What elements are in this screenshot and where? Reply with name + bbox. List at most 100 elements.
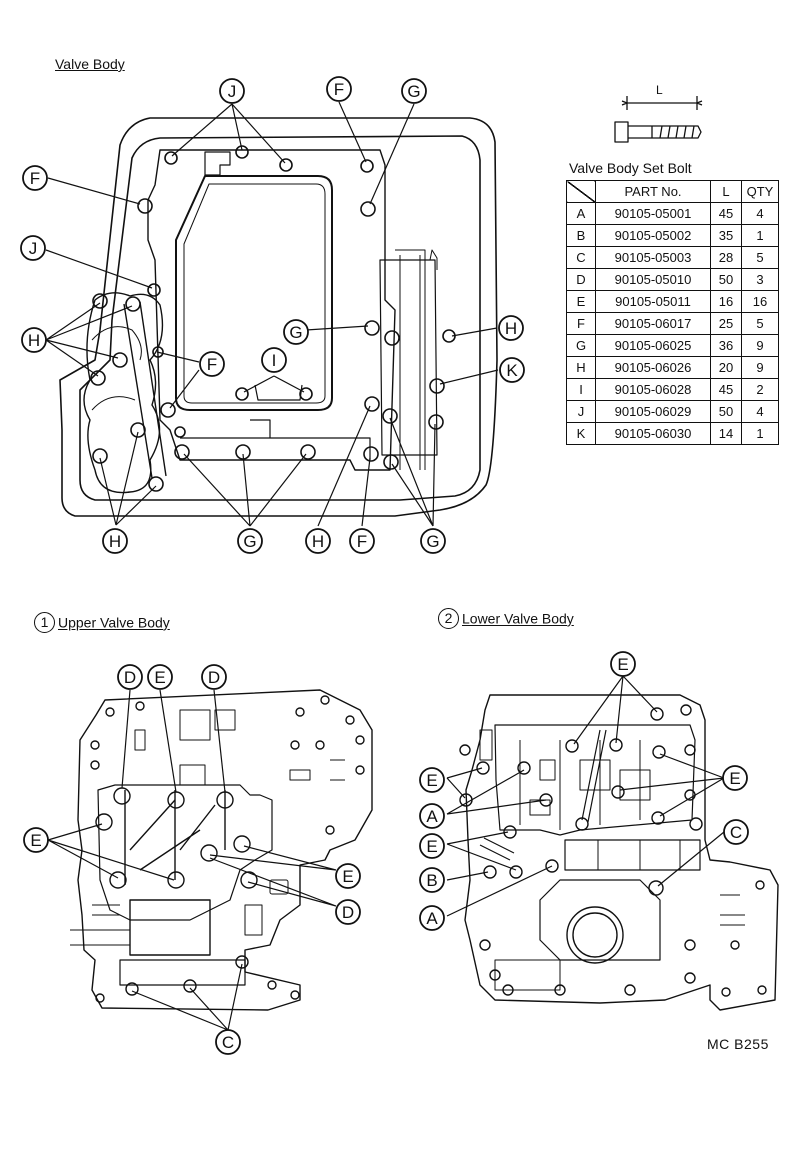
callout-circle: [419, 905, 445, 931]
callout-letter: B: [426, 871, 437, 890]
callout-letter: E: [426, 771, 437, 790]
callout-letter: E: [617, 655, 628, 674]
callout-letter: K: [506, 361, 518, 380]
callout-circle: [335, 863, 361, 889]
row-letter: F: [566, 312, 596, 335]
callout-letter: G: [243, 532, 256, 551]
row-qty: 9: [741, 356, 779, 379]
callout-letter: H: [28, 331, 40, 350]
lower-label: Lower Valve Body: [462, 610, 574, 627]
callout-circle: [102, 528, 128, 554]
row-part-no: 90105-06025: [595, 334, 711, 357]
lower-number: 2: [438, 608, 459, 629]
row-part-no: 90105-06028: [595, 378, 711, 401]
table-header-row: PART No. L QTY: [566, 180, 779, 203]
upper-leaders: [47, 689, 337, 1031]
row-qty: 1: [741, 224, 779, 247]
row-letter: C: [566, 246, 596, 269]
header-cell-part-no: PART No.: [595, 180, 711, 203]
callout-circle: [215, 1029, 241, 1055]
row-length: 20: [710, 356, 742, 379]
row-length: 16: [710, 290, 742, 313]
callout-circle: [117, 664, 143, 690]
header-cell-corner: [566, 180, 596, 203]
row-length: 28: [710, 246, 742, 269]
row-length: 50: [710, 268, 742, 291]
row-length: 25: [710, 312, 742, 335]
upper-label: Upper Valve Body: [58, 614, 170, 631]
callout-circle: [723, 819, 749, 845]
callout-letter: A: [426, 909, 438, 928]
callout-circle: [419, 767, 445, 793]
callout-circle: [401, 78, 427, 104]
row-length: 14: [710, 422, 742, 445]
callout-letter: C: [222, 1033, 234, 1052]
row-part-no: 90105-06026: [595, 356, 711, 379]
callout-circle: [305, 528, 331, 554]
callout-letter: D: [208, 668, 220, 687]
callout-letter: G: [407, 82, 420, 101]
row-letter: K: [566, 422, 596, 445]
callout-circle: [499, 357, 525, 383]
row-qty: 4: [741, 202, 779, 225]
callout-circle: [21, 327, 47, 353]
callout-letter: E: [426, 837, 437, 856]
callout-circle: [219, 78, 245, 104]
callout-letter: J: [29, 239, 38, 258]
callout-circle: [419, 803, 445, 829]
row-letter: D: [566, 268, 596, 291]
callout-circle: [22, 165, 48, 191]
callout-letter: H: [505, 319, 517, 338]
table-title: Valve Body Set Bolt: [569, 160, 692, 176]
row-qty: 16: [741, 290, 779, 313]
callout-letter: E: [30, 831, 41, 850]
callout-letter: C: [730, 823, 742, 842]
callout-circle: [326, 76, 352, 102]
row-part-no: 90105-06030: [595, 422, 711, 445]
callout-circle: [199, 351, 225, 377]
row-letter: E: [566, 290, 596, 313]
row-length: 36: [710, 334, 742, 357]
callout-letter: E: [154, 668, 165, 687]
row-letter: J: [566, 400, 596, 423]
callout-letter: G: [426, 532, 439, 551]
callout-letter: E: [342, 867, 353, 886]
callout-circle: [201, 664, 227, 690]
callout-circle: [261, 347, 287, 373]
row-qty: 5: [741, 312, 779, 335]
row-letter: A: [566, 202, 596, 225]
row-length: 45: [710, 378, 742, 401]
callout-circle: [283, 319, 309, 345]
callout-circle: [610, 651, 636, 677]
valve-body-leaders: [45, 101, 499, 527]
callout-circle: [498, 315, 524, 341]
callout-circle: [335, 899, 361, 925]
callout-letter: A: [426, 807, 438, 826]
callout-circle: [23, 827, 49, 853]
header-cell-length: L: [710, 180, 742, 203]
row-length: 35: [710, 224, 742, 247]
callout-circle: [349, 528, 375, 554]
upper-number: 1: [34, 612, 55, 633]
callout-letter: J: [228, 82, 237, 101]
row-qty: 3: [741, 268, 779, 291]
callout-letter: F: [334, 80, 344, 99]
lower-leaders: [446, 675, 725, 917]
row-qty: 4: [741, 400, 779, 423]
callout-letter: H: [312, 532, 324, 551]
callout-circle: [419, 833, 445, 859]
row-length: 50: [710, 400, 742, 423]
callout-circle: [420, 528, 446, 554]
row-qty: 5: [741, 246, 779, 269]
